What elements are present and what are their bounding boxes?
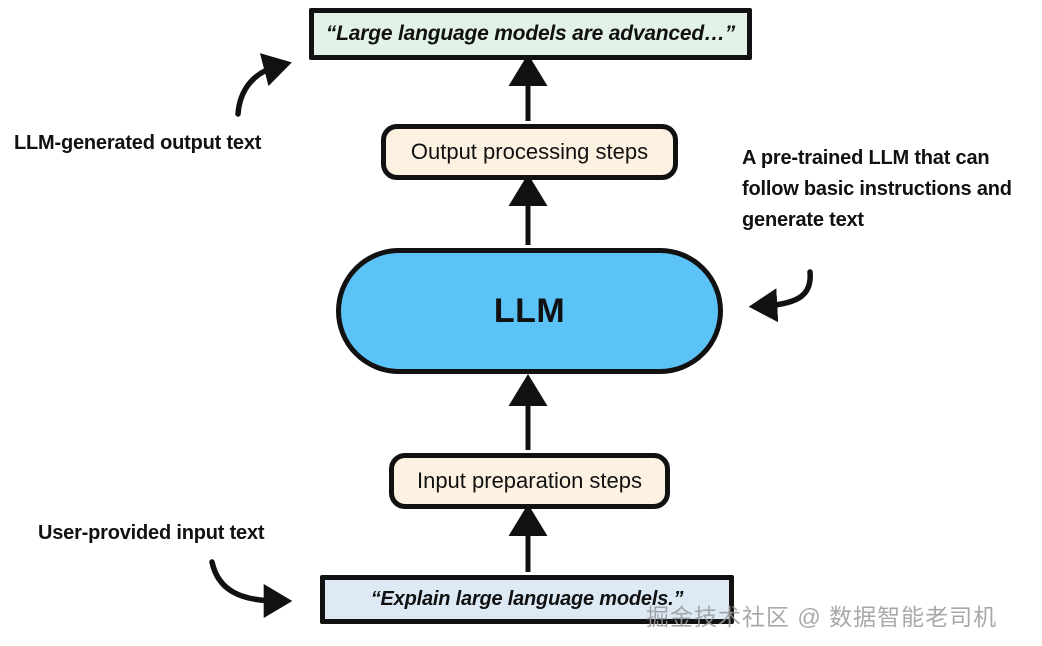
arrow-annotation-input: [209, 559, 293, 619]
arrow-annotation-output: [235, 53, 292, 117]
annotation-output-label: LLM-generated output text: [14, 132, 262, 154]
output-text-box: “Large language models are advanced…”: [309, 8, 752, 60]
input-text-box: “Explain large language models.”: [320, 575, 734, 624]
output-processing-steps-box: Output processing steps: [381, 124, 678, 180]
input-preparation-steps-box: Input preparation steps: [389, 453, 670, 509]
llm-box: LLM: [336, 248, 723, 374]
watermark: 掘金技术社区 @ 数据智能老司机: [646, 604, 998, 630]
annotation-input-label: User-provided input text: [38, 522, 265, 544]
annotation-llm-label: A pre-trained LLM that can follow basic …: [742, 147, 1012, 231]
arrow-annotation-llm: [748, 269, 813, 323]
